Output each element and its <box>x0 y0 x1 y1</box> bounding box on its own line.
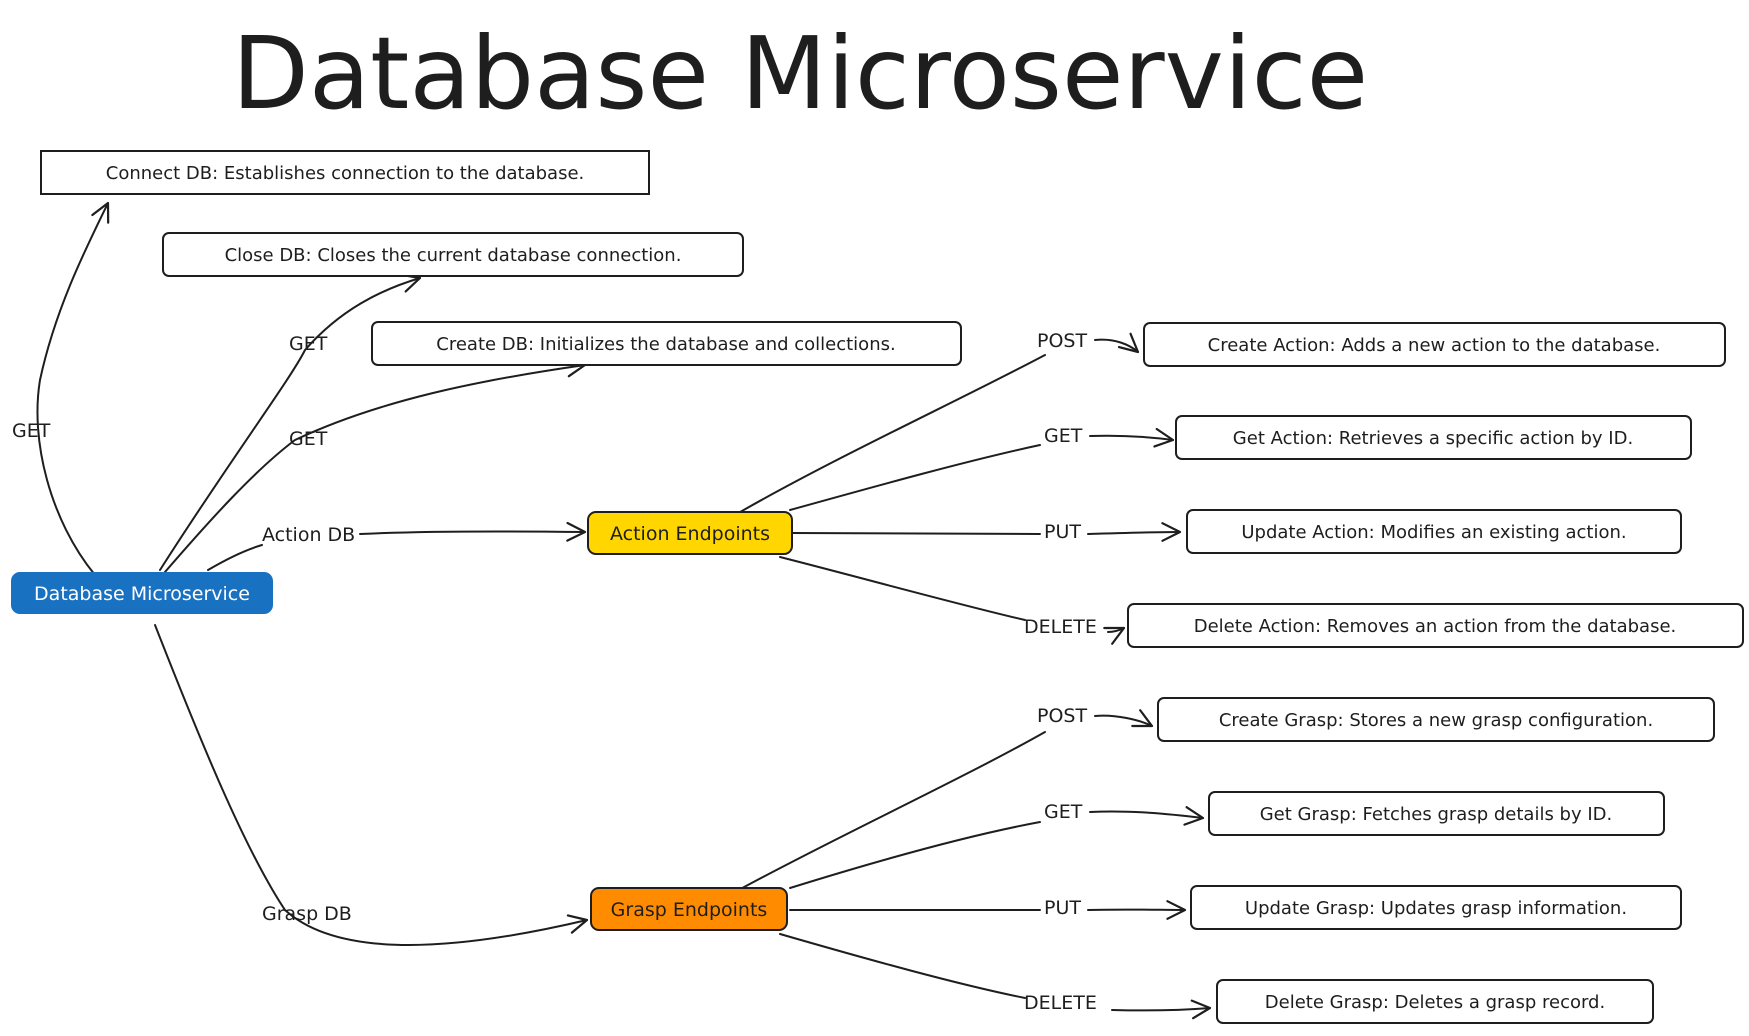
create-action-box[interactable]: Create Action: Adds a new action to the … <box>1144 323 1725 366</box>
root-node-label: Database Microservice <box>34 583 250 605</box>
create-db-box[interactable]: Create DB: Initializes the database and … <box>372 322 961 365</box>
create-db-text: Create DB: Initializes the database and … <box>436 334 895 355</box>
edge-grasp-db <box>155 625 587 945</box>
close-db-text: Close DB: Closes the current database co… <box>225 245 682 266</box>
edge-grasp-get <box>790 811 1203 888</box>
get-grasp-text: Get Grasp: Fetches grasp details by ID. <box>1260 804 1613 825</box>
delete-action-box[interactable]: Delete Action: Removes an action from th… <box>1128 604 1743 647</box>
edge-grasp-post <box>735 716 1152 892</box>
close-db-box[interactable]: Close DB: Closes the current database co… <box>163 233 743 276</box>
get-action-box[interactable]: Get Action: Retrieves a specific action … <box>1176 416 1691 459</box>
edge-label-create: GET <box>289 428 328 450</box>
edge-label-grasp-db: Grasp DB <box>262 903 352 925</box>
grasp-endpoints-label: Grasp Endpoints <box>611 899 768 921</box>
edge-label-action-delete: DELETE <box>1024 616 1097 638</box>
create-grasp-box[interactable]: Create Grasp: Stores a new grasp configu… <box>1158 698 1714 741</box>
root-node[interactable]: Database Microservice <box>12 573 272 613</box>
edge-label-action-db: Action DB <box>262 524 355 546</box>
grasp-endpoints-node[interactable]: Grasp Endpoints <box>591 888 787 930</box>
action-endpoints-node[interactable]: Action Endpoints <box>588 512 792 554</box>
edge-label-action-put: PUT <box>1044 521 1081 543</box>
connect-db-text: Connect DB: Establishes connection to th… <box>106 163 585 184</box>
delete-grasp-box[interactable]: Delete Grasp: Deletes a grasp record. <box>1217 980 1653 1023</box>
edge-label-close: GET <box>289 333 328 355</box>
edge-label-grasp-get: GET <box>1044 801 1083 823</box>
edge-label-connect: GET <box>12 420 51 442</box>
delete-action-text: Delete Action: Removes an action from th… <box>1194 616 1677 637</box>
edge-label-action-get: GET <box>1044 425 1083 447</box>
delete-grasp-text: Delete Grasp: Deletes a grasp record. <box>1265 992 1605 1013</box>
edge-label-grasp-post: POST <box>1037 705 1087 727</box>
get-action-text: Get Action: Retrieves a specific action … <box>1233 428 1633 449</box>
create-grasp-text: Create Grasp: Stores a new grasp configu… <box>1219 710 1653 731</box>
edge-label-grasp-put: PUT <box>1044 897 1081 919</box>
update-grasp-box[interactable]: Update Grasp: Updates grasp information. <box>1191 886 1681 929</box>
edge-action-put <box>792 532 1180 534</box>
connect-db-box[interactable]: Connect DB: Establishes connection to th… <box>41 151 649 194</box>
update-action-box[interactable]: Update Action: Modifies an existing acti… <box>1187 510 1681 553</box>
diagram-title: Database Microservice <box>232 15 1368 132</box>
edge-connect-db <box>37 203 108 575</box>
edge-label-grasp-delete: DELETE <box>1024 992 1097 1014</box>
get-grasp-box[interactable]: Get Grasp: Fetches grasp details by ID. <box>1209 792 1664 835</box>
edge-label-action-post: POST <box>1037 330 1087 352</box>
create-action-text: Create Action: Adds a new action to the … <box>1208 335 1661 356</box>
update-grasp-text: Update Grasp: Updates grasp information. <box>1245 898 1627 919</box>
edge-action-get <box>790 436 1173 510</box>
action-endpoints-label: Action Endpoints <box>610 523 770 545</box>
update-action-text: Update Action: Modifies an existing acti… <box>1241 522 1626 543</box>
edge-grasp-delete <box>780 934 1210 1010</box>
